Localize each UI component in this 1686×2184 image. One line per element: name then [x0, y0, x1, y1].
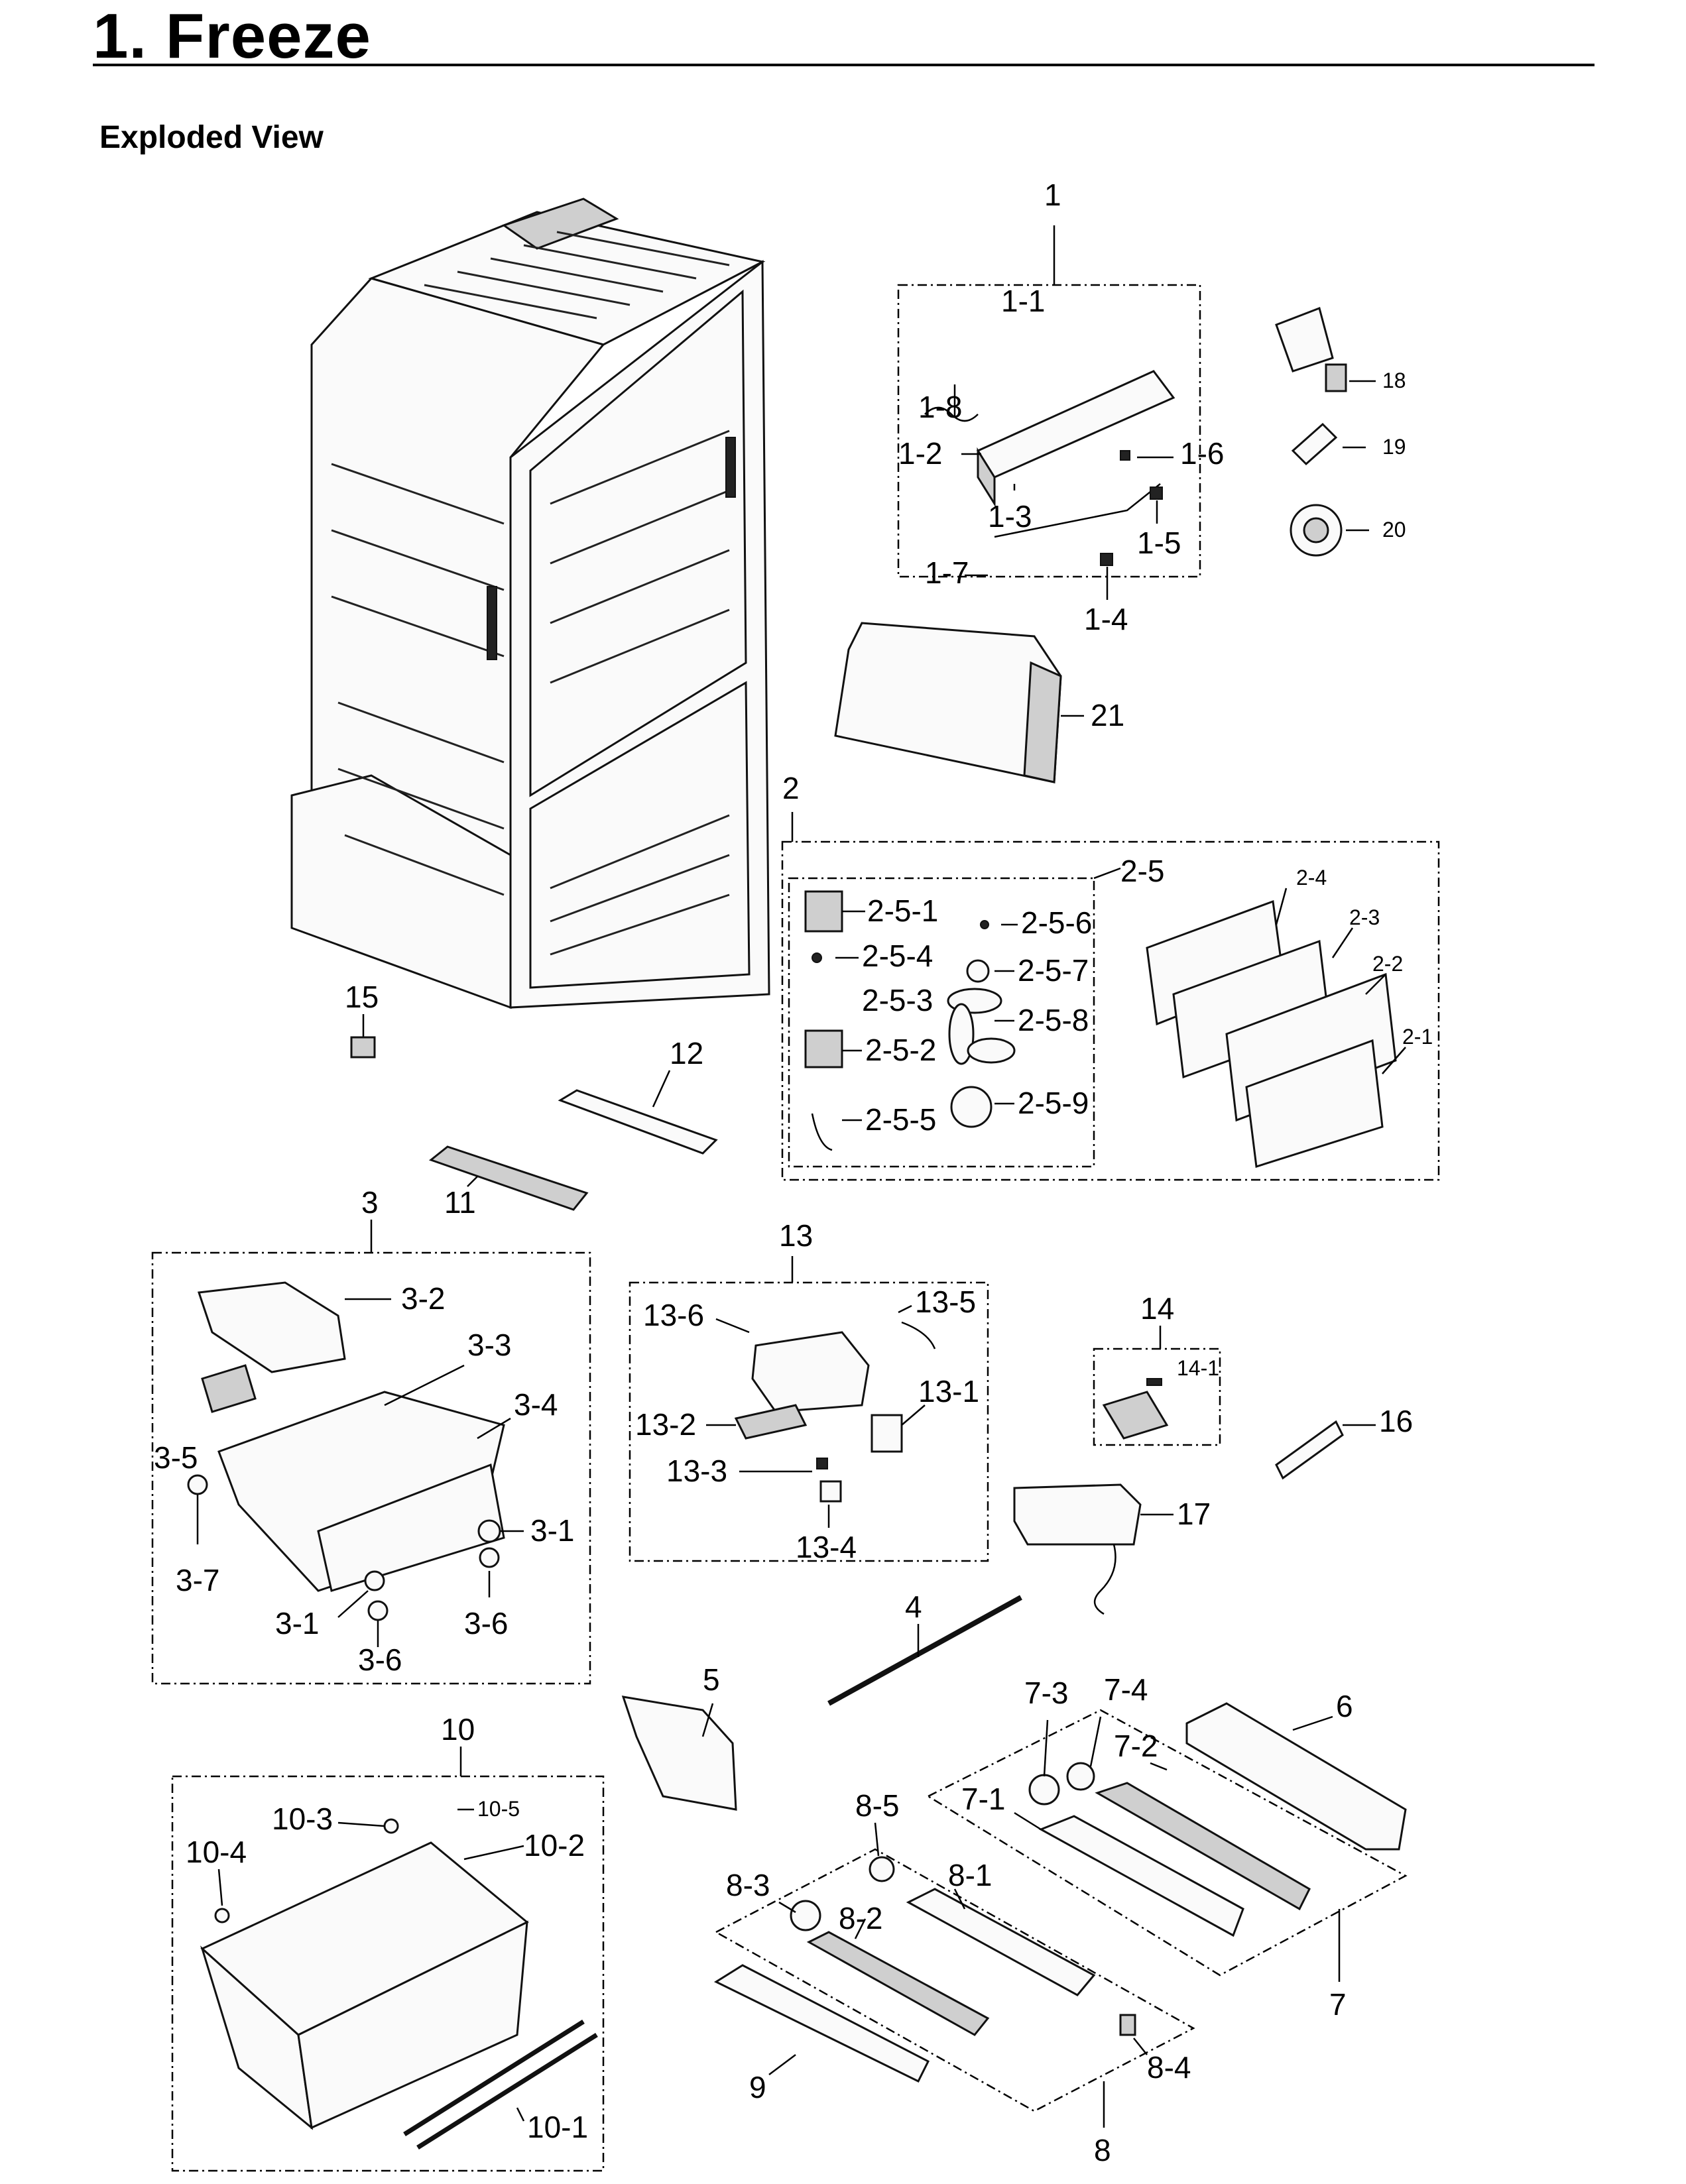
label-2-5-3: 2-5-3 [862, 983, 933, 1017]
label-3-5: 3-5 [154, 1440, 198, 1475]
label-13-5: 13-5 [915, 1285, 976, 1319]
label-1-3: 1-3 [988, 499, 1032, 534]
label-1-4: 1-4 [1084, 602, 1128, 636]
label-2-5: 2-5 [1120, 854, 1164, 888]
label-15: 15 [345, 980, 379, 1014]
label-21: 21 [1091, 698, 1124, 732]
fittings-18-19-20 [1275, 307, 1376, 557]
part-4-rod [827, 1595, 1022, 1706]
label-1-8: 1-8 [918, 390, 962, 424]
label-9: 9 [749, 2070, 766, 2104]
parts-11-12-rails [428, 1070, 718, 1211]
label-10-4: 10-4 [186, 1835, 247, 1869]
label-14: 14 [1140, 1291, 1174, 1326]
label-2-5-1: 2-5-1 [867, 893, 938, 928]
part-21-cover [834, 622, 1084, 783]
label-3-4: 3-4 [514, 1387, 558, 1422]
label-1-2: 1-2 [898, 436, 942, 471]
part-16-bracket [1275, 1420, 1376, 1480]
label-13-1: 13-1 [918, 1374, 979, 1408]
label-3-6a: 3-6 [464, 1606, 508, 1640]
label-1-5: 1-5 [1137, 526, 1181, 560]
label-3-3: 3-3 [467, 1328, 511, 1362]
label-2-5-7: 2-5-7 [1018, 953, 1089, 988]
label-3: 3 [361, 1185, 379, 1220]
label-13-2: 13-2 [635, 1407, 696, 1442]
part-7-group [926, 1709, 1408, 1982]
label-13-3: 13-3 [666, 1454, 727, 1488]
label-5: 5 [703, 1662, 720, 1697]
label-20: 20 [1382, 518, 1406, 542]
label-8-2: 8-2 [839, 1901, 882, 1935]
part-8-group [714, 1822, 1195, 2128]
label-8-3: 8-3 [726, 1868, 770, 1902]
label-17: 17 [1177, 1497, 1211, 1531]
part-2-group [781, 812, 1440, 1181]
part-14-group [1093, 1326, 1221, 1446]
title-rule [93, 64, 1595, 66]
label-1-1: 1-1 [1001, 284, 1045, 318]
label-1-7: 1-7 [925, 555, 969, 590]
part-6-rail [1185, 1702, 1407, 1851]
label-1: 1 [1044, 178, 1061, 212]
label-2-1: 2-1 [1402, 1025, 1433, 1049]
label-19: 19 [1382, 435, 1406, 459]
label-2-3: 2-3 [1349, 905, 1380, 929]
label-2-5-5: 2-5-5 [865, 1102, 936, 1137]
label-4: 4 [905, 1589, 922, 1624]
fan-blade [947, 988, 1016, 1065]
label-2-5-9: 2-5-9 [1018, 1086, 1089, 1120]
label-8-1: 8-1 [948, 1858, 992, 1892]
label-7-2: 7-2 [1114, 1729, 1158, 1763]
label-7-3: 7-3 [1024, 1676, 1068, 1710]
label-2-5-8: 2-5-8 [1018, 1003, 1089, 1037]
label-2: 2 [782, 771, 800, 805]
part-3-group [151, 1220, 591, 1685]
freezer-cabinet [290, 198, 770, 1009]
label-18: 18 [1382, 369, 1406, 392]
label-3-2: 3-2 [401, 1281, 445, 1316]
label-2-5-6: 2-5-6 [1021, 905, 1092, 940]
part-10-group [171, 1747, 605, 2172]
label-14-1: 14-1 [1177, 1356, 1219, 1380]
label-3-1a: 3-1 [530, 1513, 574, 1548]
label-13-6: 13-6 [643, 1298, 704, 1332]
section-subtitle: Exploded View [99, 120, 324, 155]
label-2-5-4: 2-5-4 [862, 939, 933, 973]
label-2-2: 2-2 [1372, 952, 1403, 976]
label-7: 7 [1329, 1987, 1347, 2022]
part-13-group [629, 1256, 989, 1562]
label-16: 16 [1379, 1404, 1413, 1438]
label-3-1b: 3-1 [275, 1606, 319, 1640]
label-10-2: 10-2 [524, 1828, 585, 1863]
label-3-7: 3-7 [176, 1563, 219, 1597]
label-6: 6 [1336, 1689, 1353, 1723]
part-15-clip [350, 1014, 376, 1059]
label-10-1: 10-1 [527, 2110, 588, 2144]
label-7-1: 7-1 [961, 1782, 1005, 1816]
part-9-rail [713, 1964, 930, 2083]
label-8-4: 8-4 [1147, 2050, 1191, 2085]
label-2-4: 2-4 [1296, 866, 1327, 890]
label-11: 11 [444, 1185, 476, 1220]
label-12: 12 [670, 1036, 703, 1070]
part-17-duct [1013, 1483, 1174, 1615]
label-1-6: 1-6 [1180, 436, 1224, 471]
label-10-3: 10-3 [272, 1802, 333, 1836]
label-10-5: 10-5 [477, 1797, 520, 1821]
label-8: 8 [1094, 2133, 1111, 2167]
label-3-6b: 3-6 [358, 1642, 402, 1677]
label-8-5: 8-5 [855, 1788, 899, 1823]
part-5-tray [621, 1695, 737, 1811]
label-13: 13 [779, 1218, 813, 1253]
label-2-5-2: 2-5-2 [865, 1033, 936, 1067]
page-title: 1. Freeze [93, 1, 371, 72]
label-13-4: 13-4 [796, 1530, 857, 1564]
part-1-group [897, 225, 1201, 600]
label-7-4: 7-4 [1104, 1672, 1148, 1707]
label-10: 10 [441, 1712, 475, 1747]
